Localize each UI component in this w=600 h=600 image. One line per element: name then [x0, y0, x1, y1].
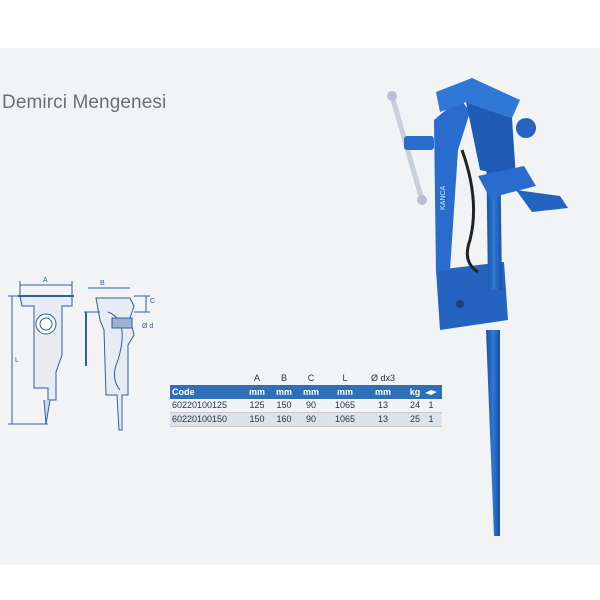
side-view-bracket [111, 317, 133, 329]
row-kg: 25 [409, 414, 420, 424]
vise-rear-jaw [466, 102, 516, 178]
row-a: 125 [249, 400, 265, 410]
bore-inner [39, 317, 53, 331]
unit-b: mm [275, 387, 292, 397]
side-view-outline [95, 297, 135, 431]
row-qty: 1 [428, 400, 434, 410]
unit-kg: kg [409, 387, 421, 397]
row-c: 90 [305, 414, 316, 424]
row-b: 150 [276, 400, 292, 410]
row-l: 1065 [334, 414, 356, 424]
row-code: 60220100150 [172, 414, 228, 424]
vise-leg [486, 330, 500, 536]
row-b: 160 [276, 414, 292, 424]
unit-l: mm [336, 387, 353, 397]
box-icon [423, 387, 439, 399]
jaw-boss [516, 118, 536, 138]
dim-d-label: Ø d [142, 323, 153, 330]
row-l: 1065 [334, 400, 356, 410]
front-view-outline [19, 295, 73, 401]
dimension-header-row: A B C L Ø dx3 [170, 372, 442, 385]
table-row: 60220100125 125 150 90 1065 13 24 1 [170, 399, 442, 413]
vise-front-jaw [434, 98, 470, 272]
dim-header-b: B [280, 373, 287, 383]
row-code: 60220100125 [172, 400, 228, 410]
dim-l-label: L [15, 357, 19, 364]
brand-mark: KANCA [440, 186, 447, 210]
row-d: 13 [377, 400, 388, 410]
dim-c-label: C [150, 298, 155, 305]
dim-header-l: L [342, 373, 348, 383]
vise-jaw-head [436, 78, 520, 118]
dim-header-d: Ø dx3 [370, 373, 395, 383]
row-d: 13 [377, 414, 388, 424]
page-title: Demirci Mengenesi [2, 92, 167, 113]
bolt [456, 300, 464, 308]
row-a: 150 [249, 414, 265, 424]
spindle-box [404, 136, 434, 150]
dim-header-a: A [253, 373, 260, 383]
row-c: 90 [305, 400, 316, 410]
handle-knob [387, 91, 397, 101]
bracket-wing [516, 190, 568, 212]
vise-spring [460, 149, 479, 274]
unit-d: mm [374, 387, 391, 397]
table-row: 60220100150 150 160 90 1065 13 25 1 [170, 413, 442, 427]
spec-table: A B C L Ø dx3 Code mm mm mm mm mm kg 602… [170, 372, 442, 427]
row-qty: 1 [428, 414, 434, 424]
dim-a-label: A [43, 277, 48, 284]
dim-header-c: C [307, 373, 315, 383]
code-header: Code [172, 387, 195, 397]
unit-a: mm [248, 387, 265, 397]
bore-circle [35, 313, 57, 335]
row-kg: 24 [409, 400, 420, 410]
unit-c: mm [302, 387, 319, 397]
mounting-bracket [478, 166, 536, 198]
unit-header-row: Code mm mm mm mm mm kg [170, 385, 442, 399]
handle-knob [417, 195, 427, 205]
dim-b-label: B [100, 280, 105, 287]
